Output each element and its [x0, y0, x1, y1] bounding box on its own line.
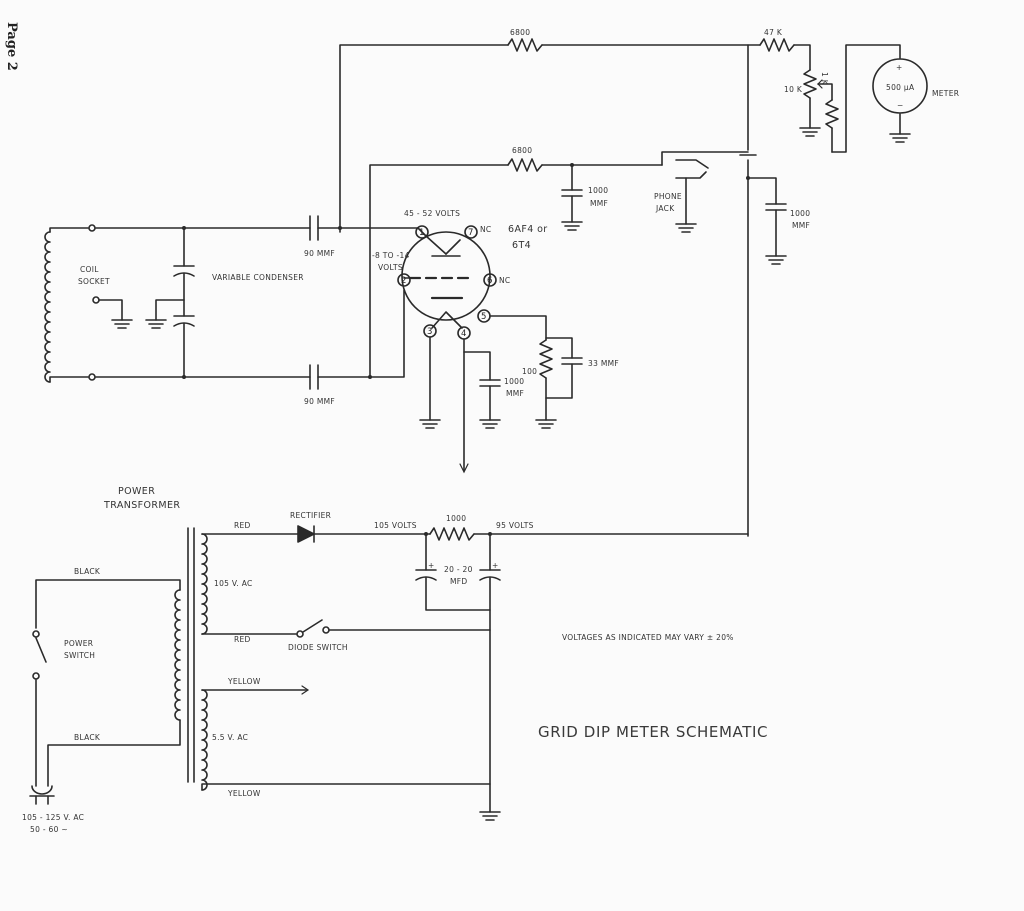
pin-3-label: 3	[427, 327, 432, 337]
pin-6-label: 6	[487, 276, 492, 286]
pin-6-nc-label: NC	[499, 276, 510, 285]
power-switch-label-1: POWER	[64, 639, 93, 648]
grid-voltage-label-1: -8 TO -14	[372, 251, 410, 260]
diode-switch-label: DIODE SWITCH	[288, 643, 348, 652]
hv-secondary-label: 105 V. AC	[214, 579, 253, 588]
tube-type-label-1: 6AF4 or	[508, 224, 548, 235]
black-lead-2-label: BLACK	[74, 733, 101, 742]
filter-cap-unit-label: MFD	[450, 577, 467, 586]
cap-1000-c-label: 1000	[504, 377, 524, 386]
cap-1000-b-label: 1000	[790, 209, 810, 218]
cap-90-bottom-label: 90 MMF	[304, 397, 335, 406]
filament-secondary-label: 5.5 V. AC	[212, 733, 248, 742]
red-lead-1-label: RED	[234, 521, 251, 530]
cap-33-label: 33 MMF	[588, 359, 619, 368]
pin-1-label: 1	[419, 228, 424, 238]
tank-circuit	[44, 215, 419, 390]
resistor-1k-label: 1 K	[820, 72, 829, 86]
power-supply: + +	[29, 525, 749, 821]
schematic-title: GRID DIP METER SCHEMATIC	[538, 723, 768, 741]
phone-label: PHONE	[654, 192, 682, 201]
top-wiring	[339, 38, 928, 537]
vacuum-tube: 1 2 3 4 5 6 7	[397, 225, 583, 474]
filter-cap-label: 20 - 20	[444, 565, 473, 574]
svg-text:+: +	[492, 561, 499, 570]
socket-label: SOCKET	[78, 277, 110, 286]
variable-condenser-label: VARIABLE CONDENSER	[212, 273, 304, 282]
plate-circuit	[369, 151, 787, 265]
power-transformer-label-2: TRANSFORMER	[103, 500, 180, 511]
pin-7-nc-label: NC	[480, 225, 491, 234]
mains-frequency-label: 50 - 60 ~	[30, 825, 68, 834]
power-transformer-label-1: POWER	[118, 486, 155, 497]
grid-voltage-label-2: VOLTS	[378, 263, 403, 272]
rectifier-label: RECTIFIER	[290, 511, 331, 520]
svg-text:−: −	[897, 101, 904, 110]
power-switch-label-2: SWITCH	[64, 651, 95, 660]
tube-type-label-2: 6T4	[512, 240, 531, 251]
cap-mmf-a-label: MMF	[590, 199, 608, 208]
pin-5-label: 5	[481, 312, 486, 322]
plate-voltage-label: 45 - 52 VOLTS	[404, 209, 460, 218]
voltage-tolerance-note: VOLTAGES AS INDICATED MAY VARY ± 20%	[562, 633, 734, 642]
resistor-1000-label: 1000	[446, 514, 466, 523]
page-number: Page 2	[4, 22, 19, 71]
coil-label: COIL	[80, 265, 99, 274]
cap-1000-a-label: 1000	[588, 186, 608, 195]
resistor-100-label: 100	[522, 367, 537, 376]
jack-label: JACK	[655, 204, 675, 213]
pin-2-label: 2	[401, 276, 406, 286]
cap-90-top-label: 90 MMF	[304, 249, 335, 258]
meter-label: METER	[932, 89, 959, 98]
pin-4-label: 4	[461, 329, 466, 339]
meter-range-label: 500 µA	[886, 83, 915, 92]
pin-7-label: 7	[468, 228, 473, 238]
yellow-lead-2-label: YELLOW	[227, 789, 261, 798]
cap-mmf-b-label: MMF	[792, 221, 810, 230]
pot-10k-label: 10 K	[784, 85, 803, 94]
voltage-105-label: 105 VOLTS	[374, 521, 417, 530]
yellow-lead-1-label: YELLOW	[227, 677, 261, 686]
voltage-95-label: 95 VOLTS	[496, 521, 534, 530]
labels: 6800 47 K 10 K 1 K 500 µA METER + − 6800…	[22, 28, 959, 834]
resistor-6800-top-label: 6800	[510, 28, 530, 37]
resistor-6800-mid-label: 6800	[512, 146, 532, 155]
red-lead-2-label: RED	[234, 635, 251, 644]
svg-text:+: +	[896, 63, 903, 72]
black-lead-1-label: BLACK	[74, 567, 101, 576]
resistor-47k-label: 47 K	[764, 28, 783, 37]
cap-mmf-c-label: MMF	[506, 389, 524, 398]
svg-text:+: +	[428, 561, 435, 570]
mains-voltage-label: 105 - 125 V. AC	[22, 813, 84, 822]
